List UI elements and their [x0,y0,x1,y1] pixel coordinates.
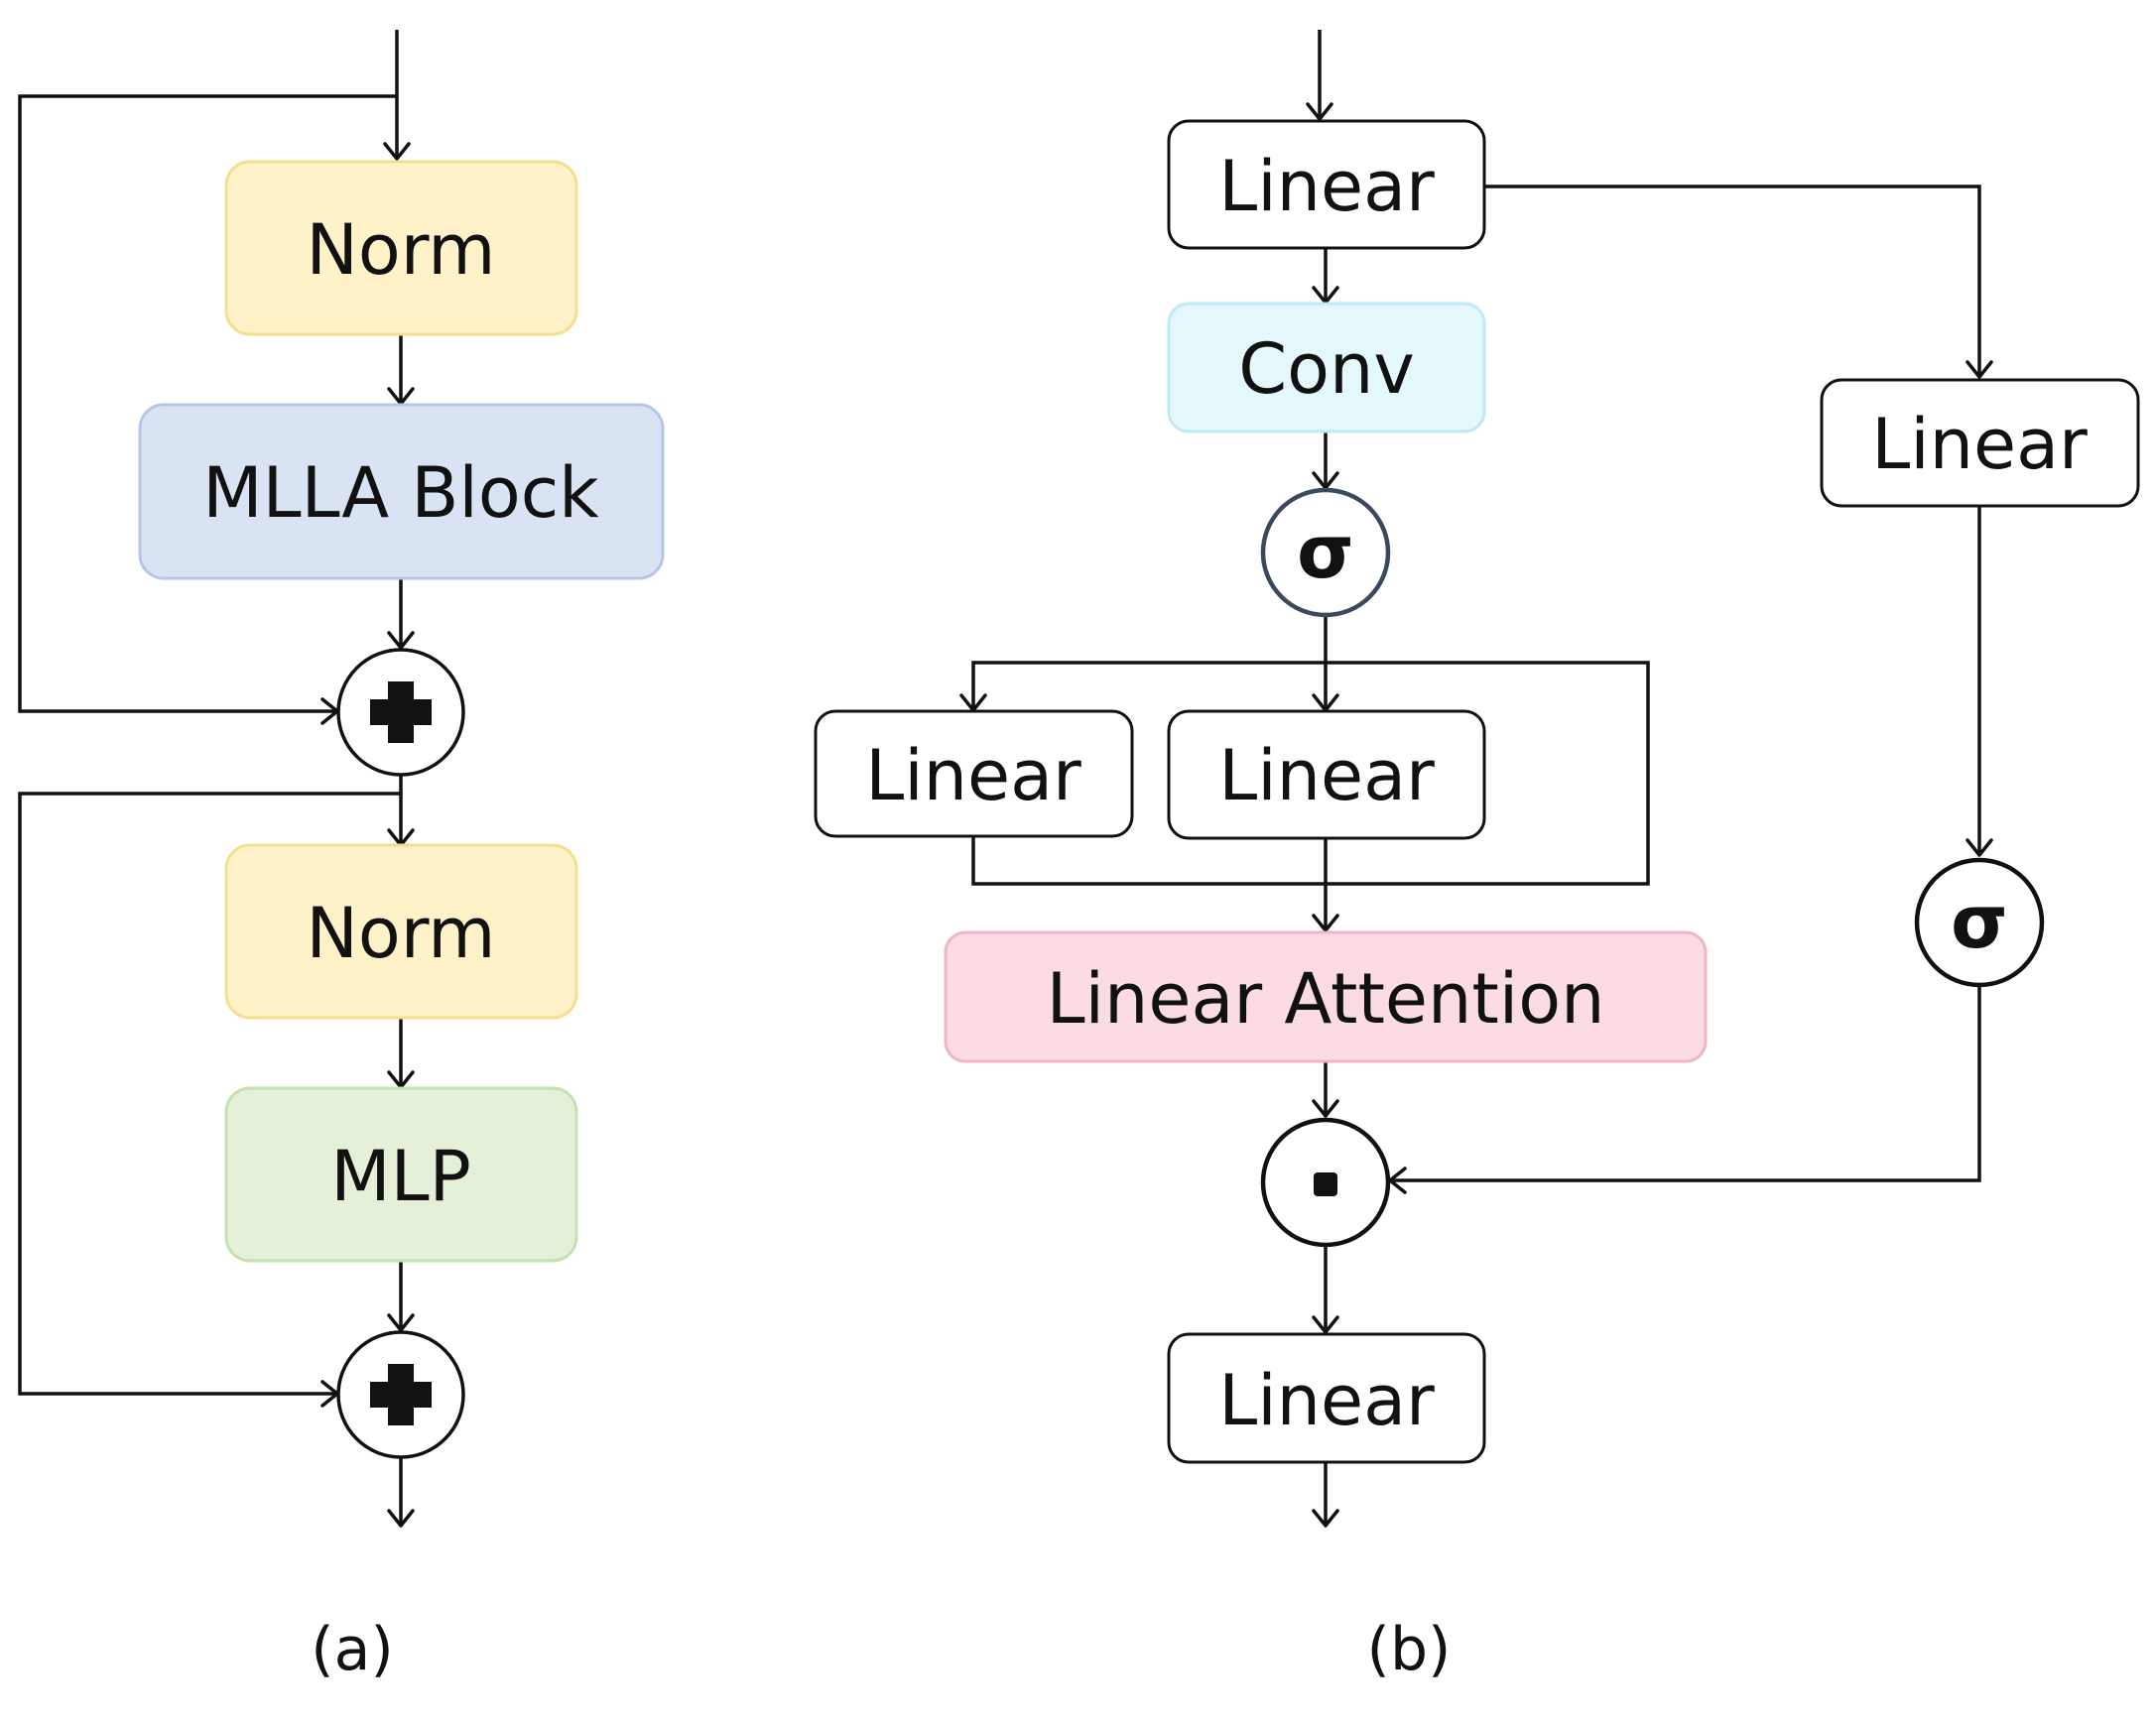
add-node-1 [336,648,465,777]
b-input-arrowhead [1306,102,1333,121]
mlla-block-label: MLLA Block [202,452,599,534]
a-residual-2-line [18,792,401,1396]
conv-block-box [1167,302,1486,433]
dot-icon [1314,1172,1337,1196]
conv-block: Conv [1167,302,1486,433]
norm-block-bottom: Norm [224,843,578,1020]
sigma-node-gate-circle [1914,857,2045,988]
plus-icon [370,1364,432,1425]
norm-block-bottom-label: Norm [307,893,496,974]
linear-attention-block-box [944,930,1708,1063]
panel-b: Linear Conv σ Linear Linear Linear Atten… [814,30,2140,1684]
multiply-node [1260,1117,1391,1248]
linear-attention-block: Linear Attention [944,930,1708,1063]
b-split-left-line [971,661,1326,710]
b-output-arrowhead [1312,1509,1339,1528]
linear-gate-block-label: Linear [1871,404,2088,485]
add-node-2 [336,1330,465,1459]
linear-output-block-box [1167,1332,1486,1464]
linear-output-block: Linear [1167,1332,1486,1464]
linear-left-block-box [814,709,1134,838]
b-mult-to-output-linear-arrowhead [1312,1315,1339,1334]
linear-left-block: Linear [814,709,1134,838]
mlp-block-label: MLP [330,1136,471,1217]
sigma-node-gate: σ [1914,857,2045,988]
mlp-block: MLP [224,1086,578,1263]
b-gate-branch-arrowhead [1966,360,1993,379]
a-mlla-to-add1-arrowhead [387,631,415,650]
norm-block-top-label: Norm [307,209,496,291]
linear-center-block-box [1167,709,1486,840]
a-output-arrowhead [387,1509,415,1528]
panel-a: Norm MLLA Block Norm MLP (a) [18,30,665,1684]
b-gate-linear-to-sigma-arrowhead [1966,838,1993,857]
b-gate-sigma-to-mult-line [1390,987,1981,1182]
linear-left-block-label: Linear [865,735,1081,816]
linear-attention-block-label: Linear Attention [1047,958,1605,1040]
sigma-icon: σ [1297,510,1354,595]
b-center-linear-to-attention-arrowhead [1312,914,1339,932]
linear-input-block: Linear [1167,119,1486,250]
linear-output-block-label: Linear [1218,1360,1435,1441]
sigma-icon: σ [1951,880,2008,965]
norm-block-bottom-box [224,843,578,1020]
b-attention-to-mult-arrowhead [1312,1099,1339,1118]
linear-center-block-label: Linear [1218,735,1435,816]
linear-gate-block: Linear [1820,378,2140,508]
b-left-linear-merge-line [971,836,1326,886]
a-mlp-to-add2-arrowhead [387,1313,415,1332]
panel-a-caption: (a) [311,1615,394,1684]
b-gate-branch-line [1484,185,1981,377]
sigma-node-main: σ [1260,487,1391,618]
mlla-block-box [138,403,665,580]
linear-center-block: Linear [1167,709,1486,840]
a-input-arrowhead [383,142,411,161]
linear-input-block-label: Linear [1218,146,1435,227]
linear-gate-block-box [1820,378,2140,508]
conv-block-label: Conv [1238,328,1415,410]
norm-block-top-box [224,160,578,336]
linear-input-block-box [1167,119,1486,250]
a-residual-1-line [18,94,397,713]
panel-b-caption: (b) [1367,1615,1452,1684]
mlla-block: MLLA Block [138,403,665,580]
sigma-node-main-circle [1260,487,1391,618]
b-value-bypass-line [1326,661,1650,886]
norm-block-top: Norm [224,160,578,336]
plus-icon [370,681,432,743]
mlp-block-box [224,1086,578,1263]
